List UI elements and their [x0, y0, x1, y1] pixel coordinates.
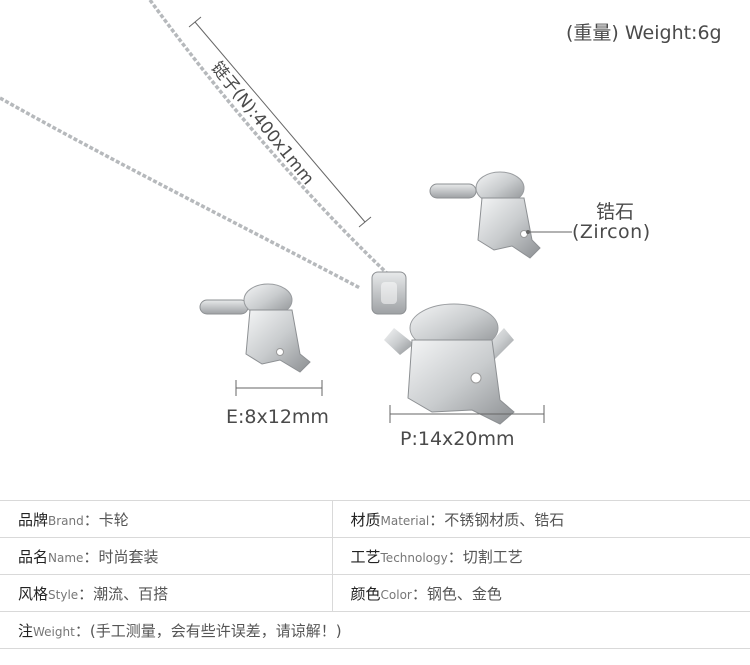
- spec-key-cn: 材质: [350, 510, 381, 529]
- spec-cell-technology: 工艺Technology：切割工艺: [332, 537, 750, 575]
- earring-right: [429, 171, 541, 259]
- spec-cell-material: 材质Material：不锈钢材质、锆石: [332, 500, 750, 538]
- spec-cell-brand: 品牌Brand：卡轮: [0, 500, 333, 538]
- spec-row: 品名Name：时尚套装 工艺Technology：切割工艺: [0, 537, 750, 575]
- pendant-dimension-label: P:14x20mm: [400, 428, 515, 450]
- spec-key-cn: 品牌: [18, 510, 49, 529]
- chain-left-strand: [0, 96, 361, 290]
- weight-label: (重量) Weight:6g: [566, 22, 722, 44]
- spec-key-cn: 颜色: [350, 584, 381, 603]
- spec-cell-color: 颜色Color：钢色、金色: [332, 574, 750, 612]
- earring-dimension-label: E:8x12mm: [226, 406, 329, 428]
- spec-value: 不锈钢材质、锆石: [444, 510, 565, 529]
- zircon-label-en: (Zircon): [572, 221, 651, 243]
- spec-key-cn: 风格: [18, 584, 49, 603]
- pendant-girl: [384, 303, 515, 425]
- spec-table: 品牌Brand：卡轮 材质Material：不锈钢材质、锆石 品名Name：时尚…: [0, 500, 750, 649]
- spec-value: 时尚套装: [98, 547, 159, 566]
- chain-right-strand: [148, 0, 394, 280]
- spec-key-cn: 品名: [18, 547, 49, 566]
- spec-key-en: Color: [380, 587, 412, 602]
- spec-value: 卡轮: [98, 510, 129, 529]
- spec-value: 钢色、金色: [426, 584, 502, 603]
- spec-cell-note: 注Weight：(手工测量，会有些许误差，请谅解！): [0, 611, 750, 649]
- spec-row: 品牌Brand：卡轮 材质Material：不锈钢材质、锆石: [0, 500, 750, 538]
- spec-value: (手工测量，会有些许误差，请谅解！): [89, 621, 342, 640]
- earring-left: [199, 283, 311, 373]
- spec-key-en: Material: [380, 513, 430, 528]
- spec-key-en: Brand: [48, 513, 84, 528]
- spec-key-cn: 工艺: [350, 547, 381, 566]
- spec-value: 切割工艺: [462, 547, 523, 566]
- spec-value: 潮流、百搭: [93, 584, 169, 603]
- spec-cell-name: 品名Name：时尚套装: [0, 537, 333, 575]
- spec-key-en: Technology: [380, 550, 448, 565]
- zircon-label-cn: 锆石: [596, 201, 635, 223]
- spec-key-en: Style: [48, 587, 79, 602]
- spec-key-en: Weight: [33, 624, 75, 639]
- spec-row: 注Weight：(手工测量，会有些许误差，请谅解！): [0, 611, 750, 649]
- spec-cell-style: 风格Style：潮流、百搭: [0, 574, 333, 612]
- spec-row: 风格Style：潮流、百搭 颜色Color：钢色、金色: [0, 574, 750, 612]
- product-photo: [0, 0, 572, 425]
- spec-key-en: Name: [48, 550, 84, 565]
- spec-key-cn: 注: [18, 621, 34, 640]
